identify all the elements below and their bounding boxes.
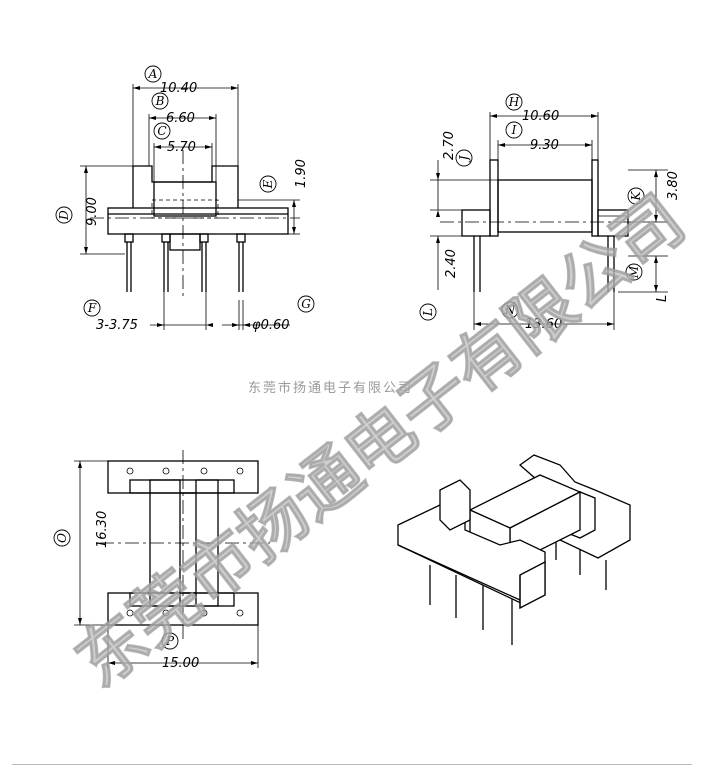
dim-F: 3-3.75 bbox=[96, 318, 138, 333]
dim-I: 9.30 bbox=[530, 138, 559, 153]
footer-rule bbox=[12, 764, 692, 765]
dim-B: 6.60 bbox=[166, 111, 195, 126]
front-flange bbox=[107, 207, 289, 235]
dim-P: 15.00 bbox=[162, 656, 199, 671]
dim-O: 16.30 bbox=[95, 511, 110, 548]
side-pins bbox=[473, 236, 615, 292]
isometric-view bbox=[397, 454, 631, 645]
label-C: C bbox=[157, 124, 166, 138]
watermark-small: 东莞市扬通电子有限公司 bbox=[248, 380, 413, 396]
label-L: L bbox=[421, 308, 435, 317]
dim-G: φ0.60 bbox=[252, 318, 290, 333]
dim-A: 10.40 bbox=[160, 81, 197, 96]
front-view: A 10.40 B 6.60 C 5.70 D 9.00 E 1.90 bbox=[55, 65, 315, 333]
dim-H: 10.60 bbox=[522, 109, 559, 124]
watermark-big: 东莞市扬通电子有限公司 bbox=[62, 181, 700, 704]
label-N: N bbox=[504, 303, 516, 317]
dim-L: 2.40 bbox=[444, 249, 459, 278]
side-view: H 10.60 I 9.30 2.70 J K 3.80 L 2.40 bbox=[419, 93, 681, 332]
label-B: B bbox=[155, 94, 165, 108]
label-J: J bbox=[457, 154, 471, 163]
label-P: P bbox=[165, 634, 175, 648]
bottom-view: O 16.30 P 15.00 bbox=[53, 450, 270, 671]
label-A: A bbox=[148, 67, 158, 81]
dim-N: 13.60 bbox=[525, 317, 562, 332]
label-D: D bbox=[57, 210, 71, 221]
label-H: H bbox=[508, 95, 520, 109]
label-K: K bbox=[629, 190, 643, 201]
dim-K: 3.80 bbox=[666, 171, 681, 200]
front-pins bbox=[124, 233, 246, 292]
dim-D: 9.00 bbox=[85, 197, 100, 226]
label-I: I bbox=[511, 123, 517, 137]
dim-M: L bbox=[655, 295, 670, 302]
dim-E: 1.90 bbox=[294, 159, 309, 188]
dim-J: 2.70 bbox=[442, 131, 457, 160]
front-upper-body bbox=[132, 165, 239, 208]
label-G: G bbox=[301, 297, 311, 311]
label-M: M bbox=[627, 265, 641, 279]
pin-holes bbox=[126, 467, 244, 617]
label-O: O bbox=[55, 533, 69, 543]
label-E: E bbox=[261, 179, 275, 189]
label-F: F bbox=[87, 301, 97, 315]
dim-C: 5.70 bbox=[167, 140, 196, 155]
